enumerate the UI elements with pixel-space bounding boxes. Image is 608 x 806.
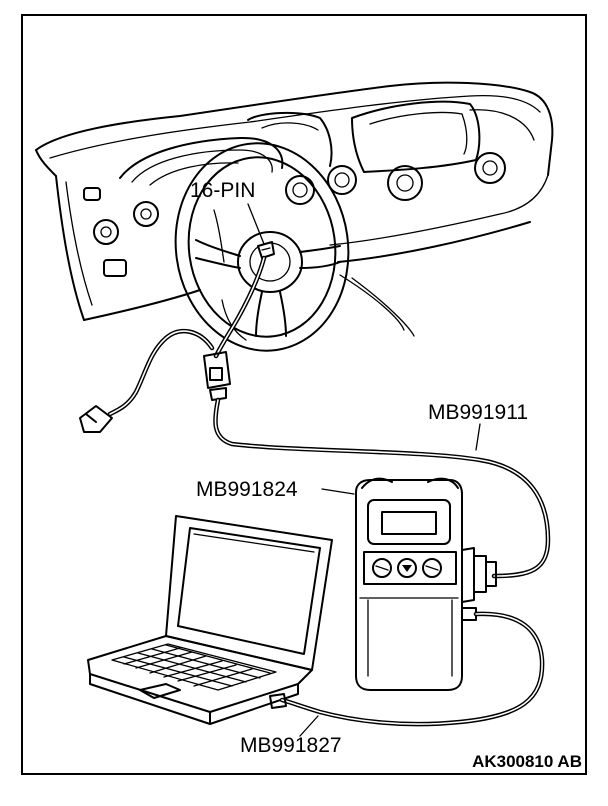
laptop <box>87 515 333 725</box>
cable-mb991911-label: MB991911 <box>428 401 528 424</box>
scan-tool-label: MB991824 <box>196 478 298 501</box>
cable-mb991827 <box>269 611 545 727</box>
dashboard-illustration <box>35 81 554 337</box>
diagnostic-connector <box>257 241 275 259</box>
scan-tool-mb991824 <box>355 477 497 691</box>
connector-label: 16-PIN <box>190 179 255 202</box>
figure-frame <box>21 14 587 775</box>
cable-mb991827-label: MB991827 <box>240 734 342 757</box>
steering-wheel <box>174 142 350 352</box>
figure-code: AK300810 AB <box>472 752 582 771</box>
cable-mb991911 <box>79 255 551 579</box>
